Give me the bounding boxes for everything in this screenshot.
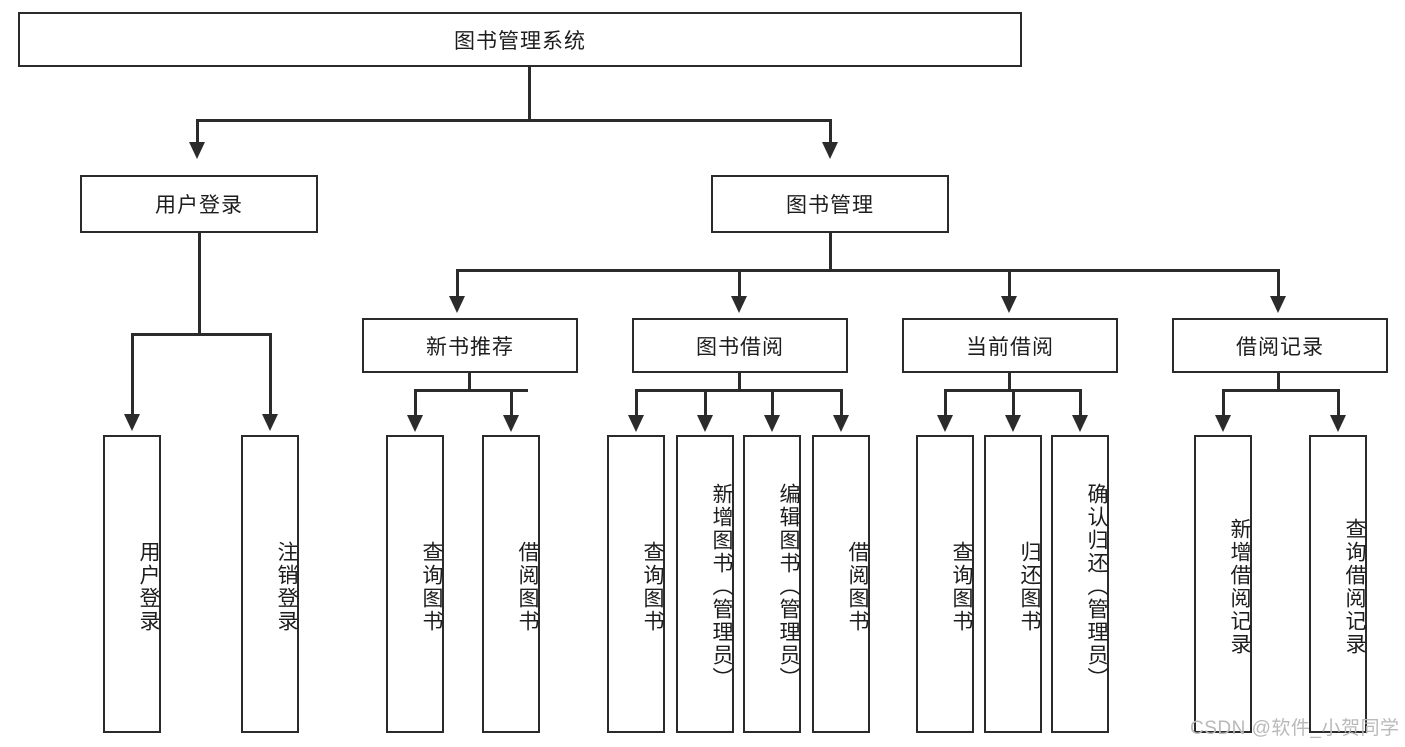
connector-user-login-trunk [198,233,201,335]
connector-root-to-user-login [196,119,199,144]
node-label: 借阅图书 [846,541,869,633]
connector-bb-to-leaf-6 [704,389,707,416]
arrowhead-root-to-book-management [822,142,838,159]
leaf-query-borrow-record[interactable]: 查询借阅记录 [1309,435,1367,733]
arrowhead-bb-to-leaf-5 [628,415,644,432]
arrowhead-cb-to-leaf-11 [1072,415,1088,432]
leaf-query-book-recommend[interactable]: 查询图书 [386,435,444,733]
connector-user-login-to-leaf-2 [269,333,272,415]
node-label: 图书管理 [786,194,874,217]
arrowhead-new-book-to-leaf-3 [407,415,423,432]
node-root-book-management-system[interactable]: 图书管理系统 [18,12,1022,67]
node-label: 查询借阅记录 [1343,518,1366,656]
leaf-return-book[interactable]: 归还图书 [984,435,1042,733]
leaf-add-book-admin[interactable]: 新增图书（管理员） [676,435,734,733]
node-label: 借阅记录 [1236,335,1324,359]
node-book-borrow[interactable]: 图书借阅 [632,318,848,373]
node-label: 图书管理系统 [454,29,586,53]
connector-bb-to-leaf-8 [840,389,843,416]
connector-borrow-record-trunk [1277,373,1280,392]
connector-new-book-fanbar [414,389,528,392]
arrowhead-bm-to-current-borrow [1001,296,1017,313]
arrowhead-user-login-to-leaf-1 [124,414,140,431]
connector-borrow-record-fanbar [1222,389,1338,392]
node-label: 新增借阅记录 [1228,518,1251,656]
node-user-login[interactable]: 用户登录 [80,175,318,233]
connector-root-to-book-management [829,119,832,144]
connector-br-to-leaf-12 [1222,389,1225,416]
leaf-edit-book-admin[interactable]: 编辑图书（管理员） [743,435,801,733]
connector-bm-to-borrow-record [1277,269,1280,297]
connector-new-book-to-leaf-3 [414,389,417,416]
connector-bb-to-leaf-5 [635,389,638,416]
leaf-query-book-borrow[interactable]: 查询图书 [607,435,665,733]
connector-root-fanbar [196,119,832,122]
leaf-logout[interactable]: 注销登录 [241,435,299,733]
node-label: 确认归还（管理员） [1085,482,1108,690]
arrowhead-bb-to-leaf-7 [764,415,780,432]
arrowhead-bb-to-leaf-6 [697,415,713,432]
node-label: 图书借阅 [696,335,784,359]
leaf-query-book-current[interactable]: 查询图书 [916,435,974,733]
node-label: 查询图书 [950,541,973,633]
node-label: 新增图书（管理员） [710,482,733,690]
node-new-book-recommend[interactable]: 新书推荐 [362,318,578,373]
connector-new-book-to-leaf-4 [510,389,513,416]
node-label: 编辑图书（管理员） [777,482,800,690]
node-current-borrow[interactable]: 当前借阅 [902,318,1118,373]
node-book-management[interactable]: 图书管理 [711,175,949,233]
node-label: 用户登录 [137,541,160,633]
node-label: 借阅图书 [516,541,539,633]
node-label: 当前借阅 [966,335,1054,359]
connector-bm-to-book-borrow [738,269,741,297]
connector-current-borrow-trunk [1008,373,1011,392]
arrowhead-cb-to-leaf-9 [937,415,953,432]
node-label: 新书推荐 [426,335,514,359]
connector-bm-to-new-book [456,269,459,297]
arrowhead-root-to-user-login [189,142,205,159]
arrowhead-bb-to-leaf-8 [833,415,849,432]
arrowhead-bm-to-borrow-record [1270,296,1286,313]
node-label: 注销登录 [275,541,298,633]
node-label: 归还图书 [1018,541,1041,633]
arrowhead-bm-to-book-borrow [731,296,747,313]
leaf-confirm-return-admin[interactable]: 确认归还（管理员） [1051,435,1109,733]
connector-bb-to-leaf-7 [771,389,774,416]
leaf-borrow-book-borrow[interactable]: 借阅图书 [812,435,870,733]
node-borrow-record[interactable]: 借阅记录 [1172,318,1388,373]
connector-cb-to-leaf-11 [1079,389,1082,416]
connector-root-trunk [528,67,531,121]
arrowhead-br-to-leaf-13 [1330,415,1346,432]
arrowhead-new-book-to-leaf-4 [503,415,519,432]
node-label: 用户登录 [155,194,243,217]
arrowhead-bm-to-new-book [449,296,465,313]
leaf-borrow-book-recommend[interactable]: 借阅图书 [482,435,540,733]
connector-cb-to-leaf-9 [944,389,947,416]
node-label: 查询图书 [641,541,664,633]
arrowhead-user-login-to-leaf-2 [262,414,278,431]
connector-book-borrow-fanbar [635,389,843,392]
connector-book-management-trunk [829,233,832,272]
arrowhead-cb-to-leaf-10 [1005,415,1021,432]
arrowhead-br-to-leaf-12 [1215,415,1231,432]
connector-br-to-leaf-13 [1337,389,1340,416]
connector-bm-to-current-borrow [1008,269,1011,297]
connector-book-borrow-trunk [738,373,741,392]
connector-user-login-to-leaf-1 [131,333,134,415]
connector-user-login-fanbar [131,333,271,336]
node-label: 查询图书 [420,541,443,633]
leaf-user-login[interactable]: 用户登录 [103,435,161,733]
connector-cb-to-leaf-10 [1012,389,1015,416]
connector-new-book-trunk [468,373,471,392]
leaf-add-borrow-record[interactable]: 新增借阅记录 [1194,435,1252,733]
connector-book-management-fanbar [456,269,1280,272]
